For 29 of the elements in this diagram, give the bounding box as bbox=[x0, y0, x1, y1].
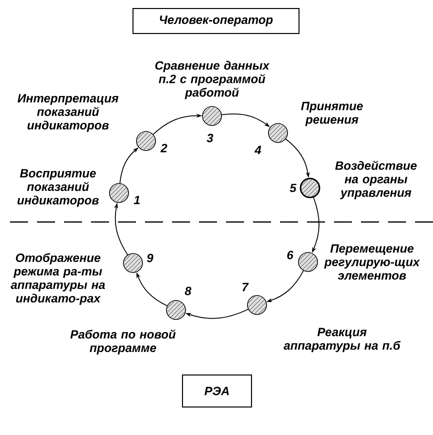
step-description: Сравнение данных п.2 с программой работой bbox=[155, 60, 270, 100]
hatched-circle bbox=[109, 183, 129, 203]
title-box: Человек-оператор bbox=[132, 8, 300, 34]
step-description: Принятие решения bbox=[301, 102, 363, 126]
hatched-circle bbox=[268, 123, 288, 143]
step-description: Отображение режима ра-ты аппаратуры на индикато-рах bbox=[10, 253, 105, 305]
step-number: 3 bbox=[206, 134, 214, 142]
hatched-circle bbox=[247, 295, 267, 315]
step-description: Восприятие показаний индикаторов bbox=[18, 169, 99, 207]
step-description: Интерпретация показаний индикаторов bbox=[18, 94, 118, 132]
hatched-circle bbox=[136, 131, 156, 151]
step-description: Перемещение регулирую-щих элементов bbox=[324, 244, 420, 280]
step-description: Работа по новой программе bbox=[70, 330, 176, 354]
step-number: 4 bbox=[254, 146, 262, 154]
step-number: 2 bbox=[160, 144, 168, 152]
step-number: 1 bbox=[134, 196, 140, 204]
hatched-circle bbox=[202, 106, 222, 126]
step-number: 9 bbox=[146, 254, 154, 262]
step-description: Воздействие на органы управления bbox=[335, 160, 417, 200]
step-number: 6 bbox=[287, 250, 294, 260]
step-number: 5 bbox=[290, 184, 296, 192]
hatched-circle bbox=[123, 253, 143, 273]
title-box: РЭА bbox=[182, 374, 252, 408]
hatched-circle bbox=[166, 300, 186, 320]
step-number: 8 bbox=[184, 286, 192, 296]
hatched-circle bbox=[298, 252, 318, 272]
hatched-circle bbox=[300, 178, 320, 198]
step-number: 7 bbox=[242, 282, 249, 292]
step-description: Реакция аппаратуры на п.б bbox=[284, 328, 401, 352]
